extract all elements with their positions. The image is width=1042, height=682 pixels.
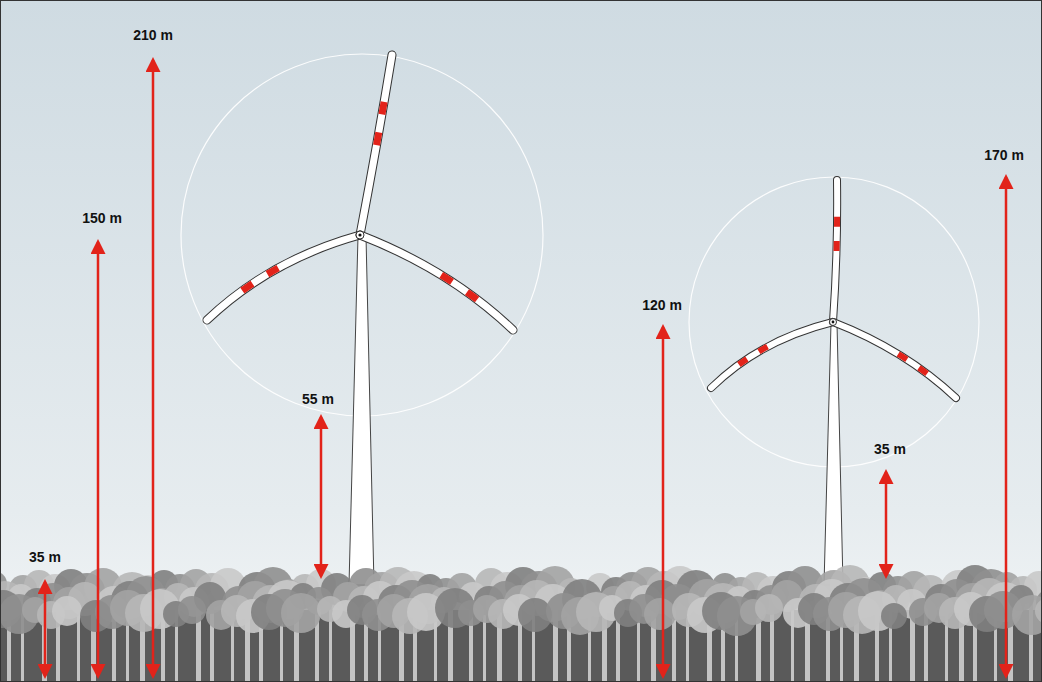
dimension-label: 35 m [29, 549, 61, 565]
dimension-label: 35 m [874, 441, 906, 457]
tree-crown [281, 593, 321, 633]
tree-crown [52, 596, 82, 626]
dimension-label: 210 m [133, 27, 173, 43]
tree-crown [1035, 598, 1042, 624]
small-turbine [689, 177, 979, 585]
dimension-label: 170 m [984, 147, 1024, 163]
dimension-label: 55 m [302, 391, 334, 407]
tree-crown [881, 603, 907, 629]
dimension-label: 120 m [642, 297, 682, 313]
tree-crown [644, 598, 676, 630]
tree-crown [755, 594, 783, 622]
dimension-label: 150 m [82, 210, 122, 226]
dimension-arrows [45, 60, 1006, 676]
tree-crown [178, 596, 206, 624]
large-turbine [181, 54, 543, 585]
